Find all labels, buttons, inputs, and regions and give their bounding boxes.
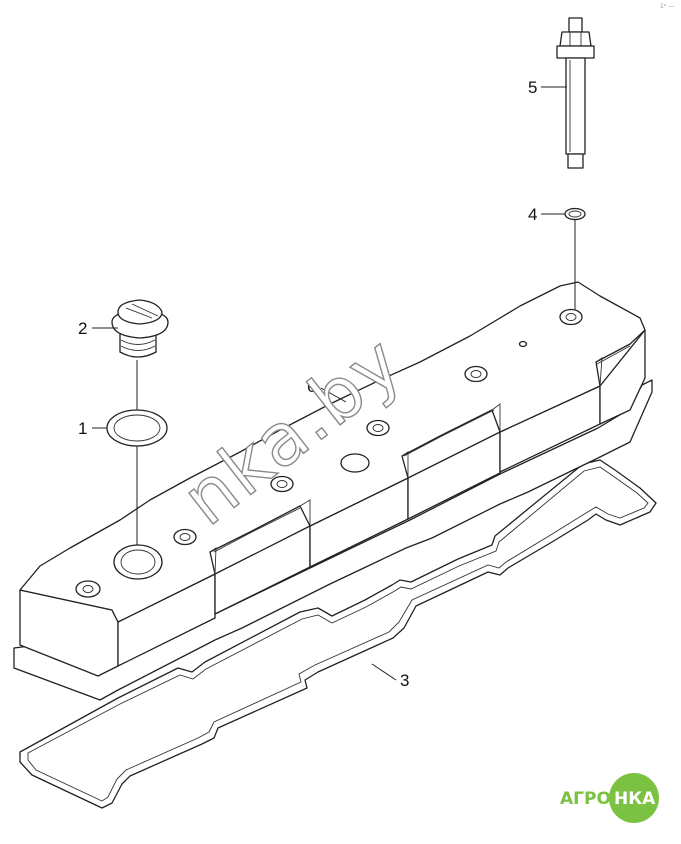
callout-labels: 1 2 3 4 5 6 bbox=[78, 78, 537, 690]
gasket-part bbox=[19, 459, 657, 809]
agronka-logo: АГРО НКА bbox=[560, 773, 659, 823]
callout-1: 1 bbox=[78, 419, 87, 438]
callout-4: 4 bbox=[528, 205, 537, 224]
leader-lines bbox=[92, 86, 576, 681]
logo-circle bbox=[609, 773, 659, 823]
callout-3: 3 bbox=[400, 671, 409, 690]
o-ring-part bbox=[106, 409, 168, 447]
valve-cover-part bbox=[13, 281, 653, 701]
callout-2: 2 bbox=[78, 319, 87, 338]
callout-5: 5 bbox=[528, 78, 537, 97]
logo-text-nka: НКА bbox=[614, 789, 656, 809]
callout-6: 6 bbox=[307, 377, 316, 396]
seal-ring-part bbox=[564, 207, 586, 221]
logo-text-agro: АГРО bbox=[560, 789, 611, 809]
corner-mark: 1ᵉ — bbox=[660, 3, 674, 10]
stud-bolt-part bbox=[556, 17, 595, 169]
filler-cap-part bbox=[111, 299, 169, 358]
